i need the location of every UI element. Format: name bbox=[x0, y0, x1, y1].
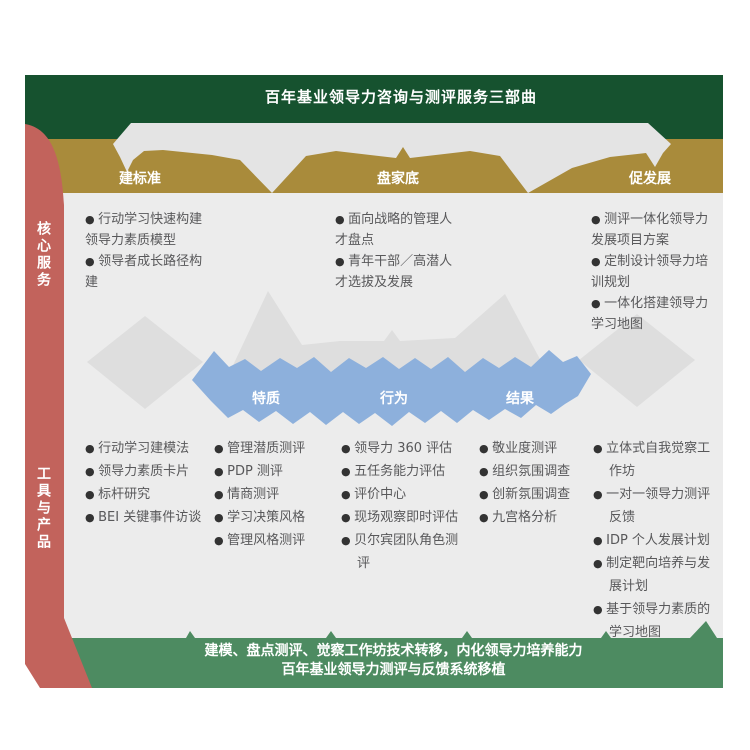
core-services-column-2: 面向战略的管理人才盘点 青年干部／高潜人才选拔及发展 bbox=[335, 209, 461, 293]
page-title: 百年基业领导力咨询与测评服务三部曲 bbox=[264, 88, 537, 106]
tools-column-2: 管理潜质测评 PDP 测评 情商测评 学习决策风格 管理风格测评 bbox=[214, 437, 334, 552]
dimension-label-behavior: 行为 bbox=[380, 391, 408, 407]
mountains-shape bbox=[228, 291, 549, 376]
list-item: 青年干部／高潜人才选拔及发展 bbox=[335, 251, 461, 293]
sidebar-label-core-services: 核心服务 bbox=[35, 221, 51, 289]
list-item: 创新氛围调查 bbox=[479, 483, 589, 506]
dimension-label-traits: 特质 bbox=[252, 391, 280, 407]
footer-line-2: 百年基业领导力测评与反馈系统移植 bbox=[281, 662, 506, 678]
list-item: 定制设计领导力培训规划 bbox=[591, 251, 719, 293]
list-item: PDP 测评 bbox=[214, 460, 334, 483]
phase-label-inventory: 盘家底 bbox=[377, 171, 419, 187]
list-item: 贝尔宾团队角色测评 bbox=[341, 529, 467, 575]
top-wave-banner-shape bbox=[113, 123, 671, 193]
list-item: 面向战略的管理人才盘点 bbox=[335, 209, 461, 251]
dimension-label-results: 结果 bbox=[506, 391, 534, 407]
sidebar-ribbon-shape bbox=[25, 124, 92, 688]
tools-column-4: 敬业度测评 组织氛围调查 创新氛围调查 九宫格分析 bbox=[479, 437, 589, 529]
list-item: IDP 个人发展计划 bbox=[593, 529, 723, 552]
list-item: 领导者成长路径构建 bbox=[85, 251, 211, 293]
footer-text: 建模、盘点测评、觉察工作坊技术转移，内化领导力培养能力 百年基业领导力测评与反馈… bbox=[64, 642, 723, 680]
phase-label-develop: 促发展 bbox=[629, 171, 671, 187]
list-item: BEI 关键事件访谈 bbox=[85, 506, 220, 529]
list-item: 情商测评 bbox=[214, 483, 334, 506]
list-item: 行动学习建模法 bbox=[85, 437, 220, 460]
list-item: 行动学习快速构建领导力素质模型 bbox=[85, 209, 211, 251]
list-item: 基于领导力素质的学习地图 bbox=[593, 598, 723, 644]
left-diamond-shape bbox=[87, 316, 203, 409]
list-item: 领导力 360 评估 bbox=[341, 437, 467, 460]
list-item: 管理风格测评 bbox=[214, 529, 334, 552]
footer-line-1: 建模、盘点测评、觉察工作坊技术转移，内化领导力培养能力 bbox=[204, 643, 583, 659]
tools-column-5: 立体式自我觉察工作坊 一对一领导力测评反馈 IDP 个人发展计划 制定靶向培养与… bbox=[593, 437, 723, 644]
list-item: 五任务能力评估 bbox=[341, 460, 467, 483]
list-item: 学习决策风格 bbox=[214, 506, 334, 529]
core-services-column-3: 测评一体化领导力发展项目方案 定制设计领导力培训规划 一体化搭建领导力学习地图 bbox=[591, 209, 719, 335]
list-item: 一对一领导力测评反馈 bbox=[593, 483, 723, 529]
list-item: 九宫格分析 bbox=[479, 506, 589, 529]
sidebar-label-tools-products: 工具与产品 bbox=[35, 466, 51, 551]
core-services-column-1: 行动学习快速构建领导力素质模型 领导者成长路径构建 bbox=[85, 209, 211, 293]
tools-column-1: 行动学习建模法 领导力素质卡片 标杆研究 BEI 关键事件访谈 bbox=[85, 437, 220, 529]
blue-ribbon-shape bbox=[192, 350, 591, 426]
list-item: 测评一体化领导力发展项目方案 bbox=[591, 209, 719, 251]
list-item: 领导力素质卡片 bbox=[85, 460, 220, 483]
list-item: 制定靶向培养与发展计划 bbox=[593, 552, 723, 598]
list-item: 评价中心 bbox=[341, 483, 467, 506]
list-item: 标杆研究 bbox=[85, 483, 220, 506]
list-item: 一体化搭建领导力学习地图 bbox=[591, 293, 719, 335]
phase-label-build-standard: 建标准 bbox=[119, 171, 161, 187]
tools-column-3: 领导力 360 评估 五任务能力评估 评价中心 现场观察即时评估 贝尔宾团队角色… bbox=[341, 437, 467, 575]
footer-band bbox=[48, 621, 723, 688]
list-item: 立体式自我觉察工作坊 bbox=[593, 437, 723, 483]
right-diamond-shape bbox=[579, 314, 695, 407]
list-item: 组织氛围调查 bbox=[479, 460, 589, 483]
list-item: 管理潜质测评 bbox=[214, 437, 334, 460]
list-item: 敬业度测评 bbox=[479, 437, 589, 460]
list-item: 现场观察即时评估 bbox=[341, 506, 467, 529]
